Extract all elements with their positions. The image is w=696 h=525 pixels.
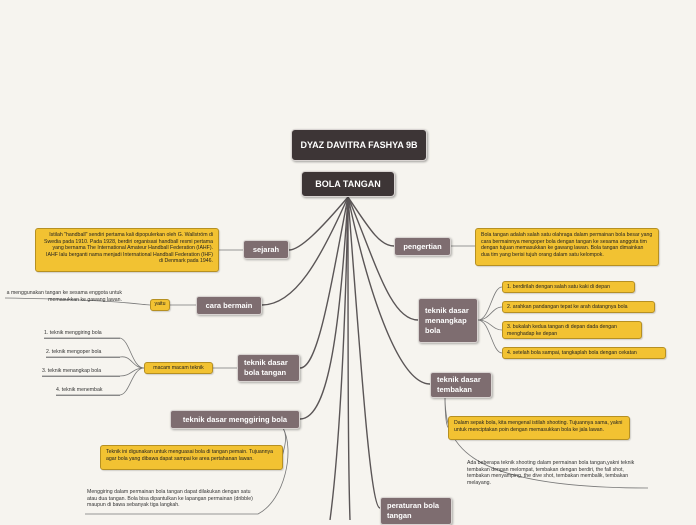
connector-yaitu[interactable]: yaitu bbox=[150, 299, 170, 311]
menangkap-item-4-text: 4. setelah bola sampai, tangkaplah bola … bbox=[507, 350, 637, 356]
link-menangkap-4 bbox=[477, 319, 503, 354]
connector-yaitu-label: yaitu bbox=[154, 301, 166, 307]
topic-teknik-dasar-label: teknik dasar bola tangan bbox=[244, 358, 288, 377]
desc-tembakan: Ada beberapa teknik shooting dalam perma… bbox=[467, 460, 647, 486]
teknik-item-1[interactable]: 1. teknik menggiring bola bbox=[44, 330, 120, 339]
menangkap-item-4[interactable]: 4. setelah bola sampai, tangkaplah bola … bbox=[502, 347, 666, 359]
teknik-item-3[interactable]: 3. teknik menangkap bola bbox=[42, 368, 120, 377]
desc-menggiring: Menggiring dalam permainan bola tangan d… bbox=[87, 489, 259, 509]
topic-peraturan-label: peraturan bola tangan bbox=[387, 501, 440, 520]
note-pengertian[interactable]: Bola tangan adalah salah satu olahraga d… bbox=[475, 228, 659, 266]
topic-tembakan-label: teknik dasar tembakan bbox=[437, 375, 481, 394]
topic-menangkap[interactable]: teknik dasar menangkap bola bbox=[418, 298, 478, 343]
menangkap-item-2-text: 2. arahkan pandangan tepat ke arah datan… bbox=[507, 304, 628, 310]
link-connector-item2 bbox=[46, 356, 145, 369]
connector-macam-teknik-label: macam macam teknik bbox=[153, 365, 204, 371]
menangkap-item-3-text: 3. bukalah kedua tangan di depan dada de… bbox=[507, 324, 617, 337]
link-teknik-dasar bbox=[299, 196, 349, 369]
topic-menangkap-label: teknik dasar menangkap bola bbox=[425, 305, 469, 335]
desc-cara-bermain: a menggunakan tangan ke sesama enggota u… bbox=[0, 290, 122, 303]
topic-cara-bermain-label: cara bermain bbox=[205, 300, 253, 310]
link-menangkap-2 bbox=[477, 306, 503, 321]
link-tembakan bbox=[347, 196, 431, 385]
center-node[interactable]: BOLA TANGAN bbox=[301, 171, 395, 197]
topic-menggiring[interactable]: teknik dasar menggiring bola bbox=[170, 410, 300, 429]
menangkap-item-1-text: 1. berdirilah dengan salah satu kaki di … bbox=[507, 284, 610, 290]
note-sejarah[interactable]: Istilah "handball" sendiri pertama kali … bbox=[35, 228, 219, 272]
menangkap-item-3[interactable]: 3. bukalah kedua tangan di depan dada de… bbox=[502, 321, 642, 339]
topic-teknik-dasar[interactable]: teknik dasar bola tangan bbox=[237, 354, 300, 382]
topic-cara-bermain[interactable]: cara bermain bbox=[196, 296, 262, 315]
desc-cara-bermain-text: a menggunakan tangan ke sesama enggota u… bbox=[6, 290, 122, 303]
link-menangkap bbox=[347, 196, 419, 321]
link-menangkap-1 bbox=[477, 286, 503, 321]
link-menggiring-desc bbox=[85, 427, 289, 515]
link-menggiring bbox=[299, 196, 349, 420]
link-connector-item4 bbox=[56, 367, 145, 396]
teknik-item-3-text: 3. teknik menangkap bola bbox=[42, 368, 102, 374]
desc-menggiring-text: Menggiring dalam permainan bola tangan d… bbox=[87, 489, 253, 508]
link-bottom-1 bbox=[329, 196, 349, 520]
link-bottom-2 bbox=[347, 196, 351, 520]
author-label: DYAZ DAVITRA FASHYA 9B bbox=[300, 140, 418, 150]
link-sejarah bbox=[288, 196, 349, 251]
teknik-item-2[interactable]: 2. teknik mengoper bola bbox=[46, 349, 120, 358]
link-tembakan-desc bbox=[444, 394, 649, 489]
teknik-item-4-text: 4. teknik menembak bbox=[56, 387, 103, 393]
note-sejarah-text: Istilah "handball" sendiri pertama kali … bbox=[44, 232, 213, 264]
topic-menggiring-label: teknik dasar menggiring bola bbox=[182, 414, 288, 424]
menangkap-item-2[interactable]: 2. arahkan pandangan tepat ke arah datan… bbox=[502, 301, 655, 313]
topic-pengertian-label: pengertian bbox=[403, 241, 442, 251]
desc-tembakan-text: Ada beberapa teknik shooting dalam perma… bbox=[467, 460, 635, 486]
note-menggiring-text: Teknik ini digunakan untuk menguasai bol… bbox=[106, 449, 273, 462]
link-peraturan bbox=[347, 196, 381, 509]
connector-macam-teknik[interactable]: macam macam teknik bbox=[144, 362, 213, 374]
link-cara-bermain bbox=[261, 196, 349, 306]
topic-pengertian[interactable]: pengertian bbox=[394, 237, 451, 256]
note-tembakan[interactable]: Dalam sepak bola, kita mengenal istilah … bbox=[448, 416, 630, 440]
topic-peraturan[interactable]: peraturan bola tangan bbox=[380, 497, 452, 525]
link-yaitu-desc bbox=[4, 297, 151, 306]
topic-sejarah[interactable]: sejarah bbox=[243, 240, 289, 259]
link-connector-item3 bbox=[42, 367, 145, 377]
topic-sejarah-label: sejarah bbox=[252, 244, 280, 254]
teknik-item-4[interactable]: 4. teknik menembak bbox=[56, 387, 120, 396]
author-node[interactable]: DYAZ DAVITRA FASHYA 9B bbox=[291, 129, 427, 161]
center-label: BOLA TANGAN bbox=[315, 179, 381, 189]
link-connector-item1 bbox=[44, 337, 145, 369]
note-menggiring[interactable]: Teknik ini digunakan untuk menguasai bol… bbox=[100, 445, 283, 470]
topic-tembakan[interactable]: teknik dasar tembakan bbox=[430, 372, 492, 398]
note-pengertian-text: Bola tangan adalah salah satu olahraga d… bbox=[481, 232, 653, 258]
link-pengertian bbox=[347, 196, 395, 247]
teknik-item-1-text: 1. teknik menggiring bola bbox=[44, 330, 102, 336]
note-tembakan-text: Dalam sepak bola, kita mengenal istilah … bbox=[454, 420, 623, 433]
teknik-item-2-text: 2. teknik mengoper bola bbox=[46, 349, 102, 355]
menangkap-item-1[interactable]: 1. berdirilah dengan salah satu kaki di … bbox=[502, 281, 635, 293]
